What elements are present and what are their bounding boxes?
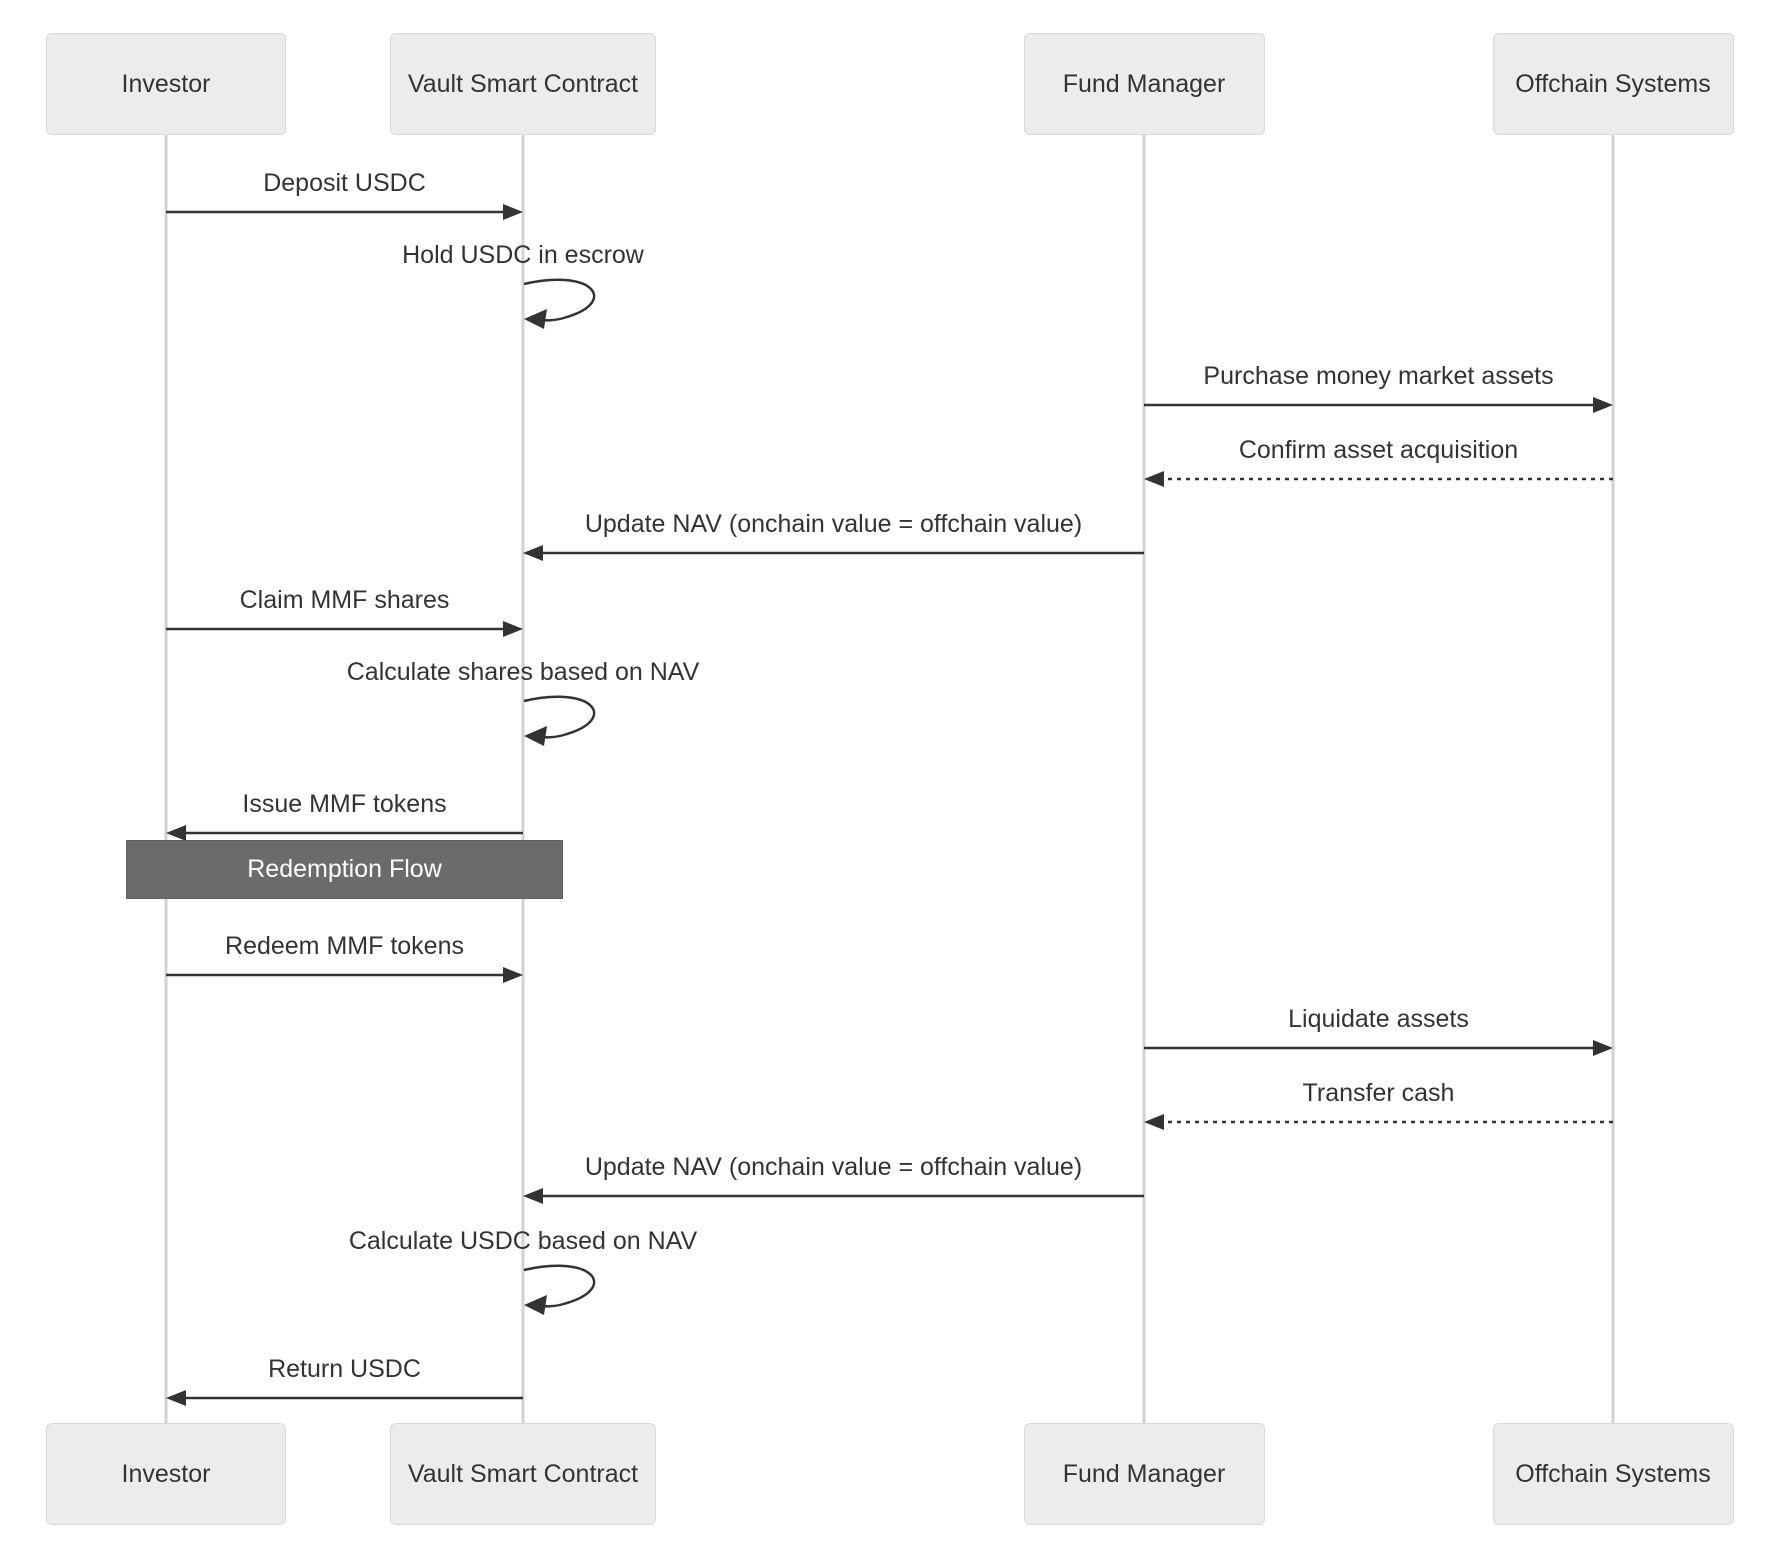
self-message-arrowhead (524, 309, 547, 329)
actor-top-investor: Investor (46, 33, 286, 135)
self-message-loop (523, 695, 596, 739)
actor-bottom-fund: Fund Manager (1023, 1423, 1265, 1525)
message-arrowhead (523, 1188, 543, 1204)
message-arrowhead (1593, 397, 1613, 413)
self-message-label: Hold USDC in escrow (402, 241, 644, 269)
message-arrowhead (503, 967, 523, 983)
self-message-arrowhead (524, 1295, 547, 1315)
message-label: Transfer cash (1302, 1079, 1455, 1107)
actor-bottom-offchain: Offchain Systems (1492, 1423, 1734, 1525)
self-message-loop (523, 278, 596, 322)
message-label: Confirm asset acquisition (1238, 436, 1519, 464)
message-arrowhead (1144, 471, 1164, 487)
message-label: Update NAV (onchain value = offchain val… (584, 1153, 1083, 1181)
actor-bottom-investor: Investor (46, 1423, 286, 1525)
message-arrowhead (166, 1390, 186, 1406)
message-label: Liquidate assets (1288, 1005, 1469, 1033)
section-divider-redemption-flow: Redemption Flow (126, 840, 563, 899)
message-arrowhead (1144, 1114, 1164, 1130)
message-arrowhead (503, 204, 523, 220)
message-arrowhead (1593, 1040, 1613, 1056)
actor-bottom-vault: Vault Smart Contract (390, 1423, 656, 1525)
message-label: Issue MMF tokens (242, 790, 447, 818)
self-message-loop (523, 1264, 596, 1308)
message-arrowhead (523, 545, 543, 561)
message-label: Redeem MMF tokens (225, 932, 464, 960)
self-message-arrowhead (524, 726, 547, 746)
message-label: Claim MMF shares (239, 586, 450, 614)
message-label: Purchase money market assets (1203, 362, 1554, 390)
message-label: Deposit USDC (263, 169, 426, 197)
message-label: Update NAV (onchain value = offchain val… (584, 510, 1083, 538)
actor-top-fund: Fund Manager (1023, 33, 1265, 135)
message-arrowhead (166, 825, 186, 841)
message-arrowhead (503, 621, 523, 637)
self-message-label: Calculate shares based on NAV (346, 658, 700, 686)
actor-top-vault: Vault Smart Contract (390, 33, 656, 135)
actor-top-offchain: Offchain Systems (1492, 33, 1734, 135)
self-message-label: Calculate USDC based on NAV (348, 1227, 698, 1255)
message-label: Return USDC (268, 1355, 421, 1383)
